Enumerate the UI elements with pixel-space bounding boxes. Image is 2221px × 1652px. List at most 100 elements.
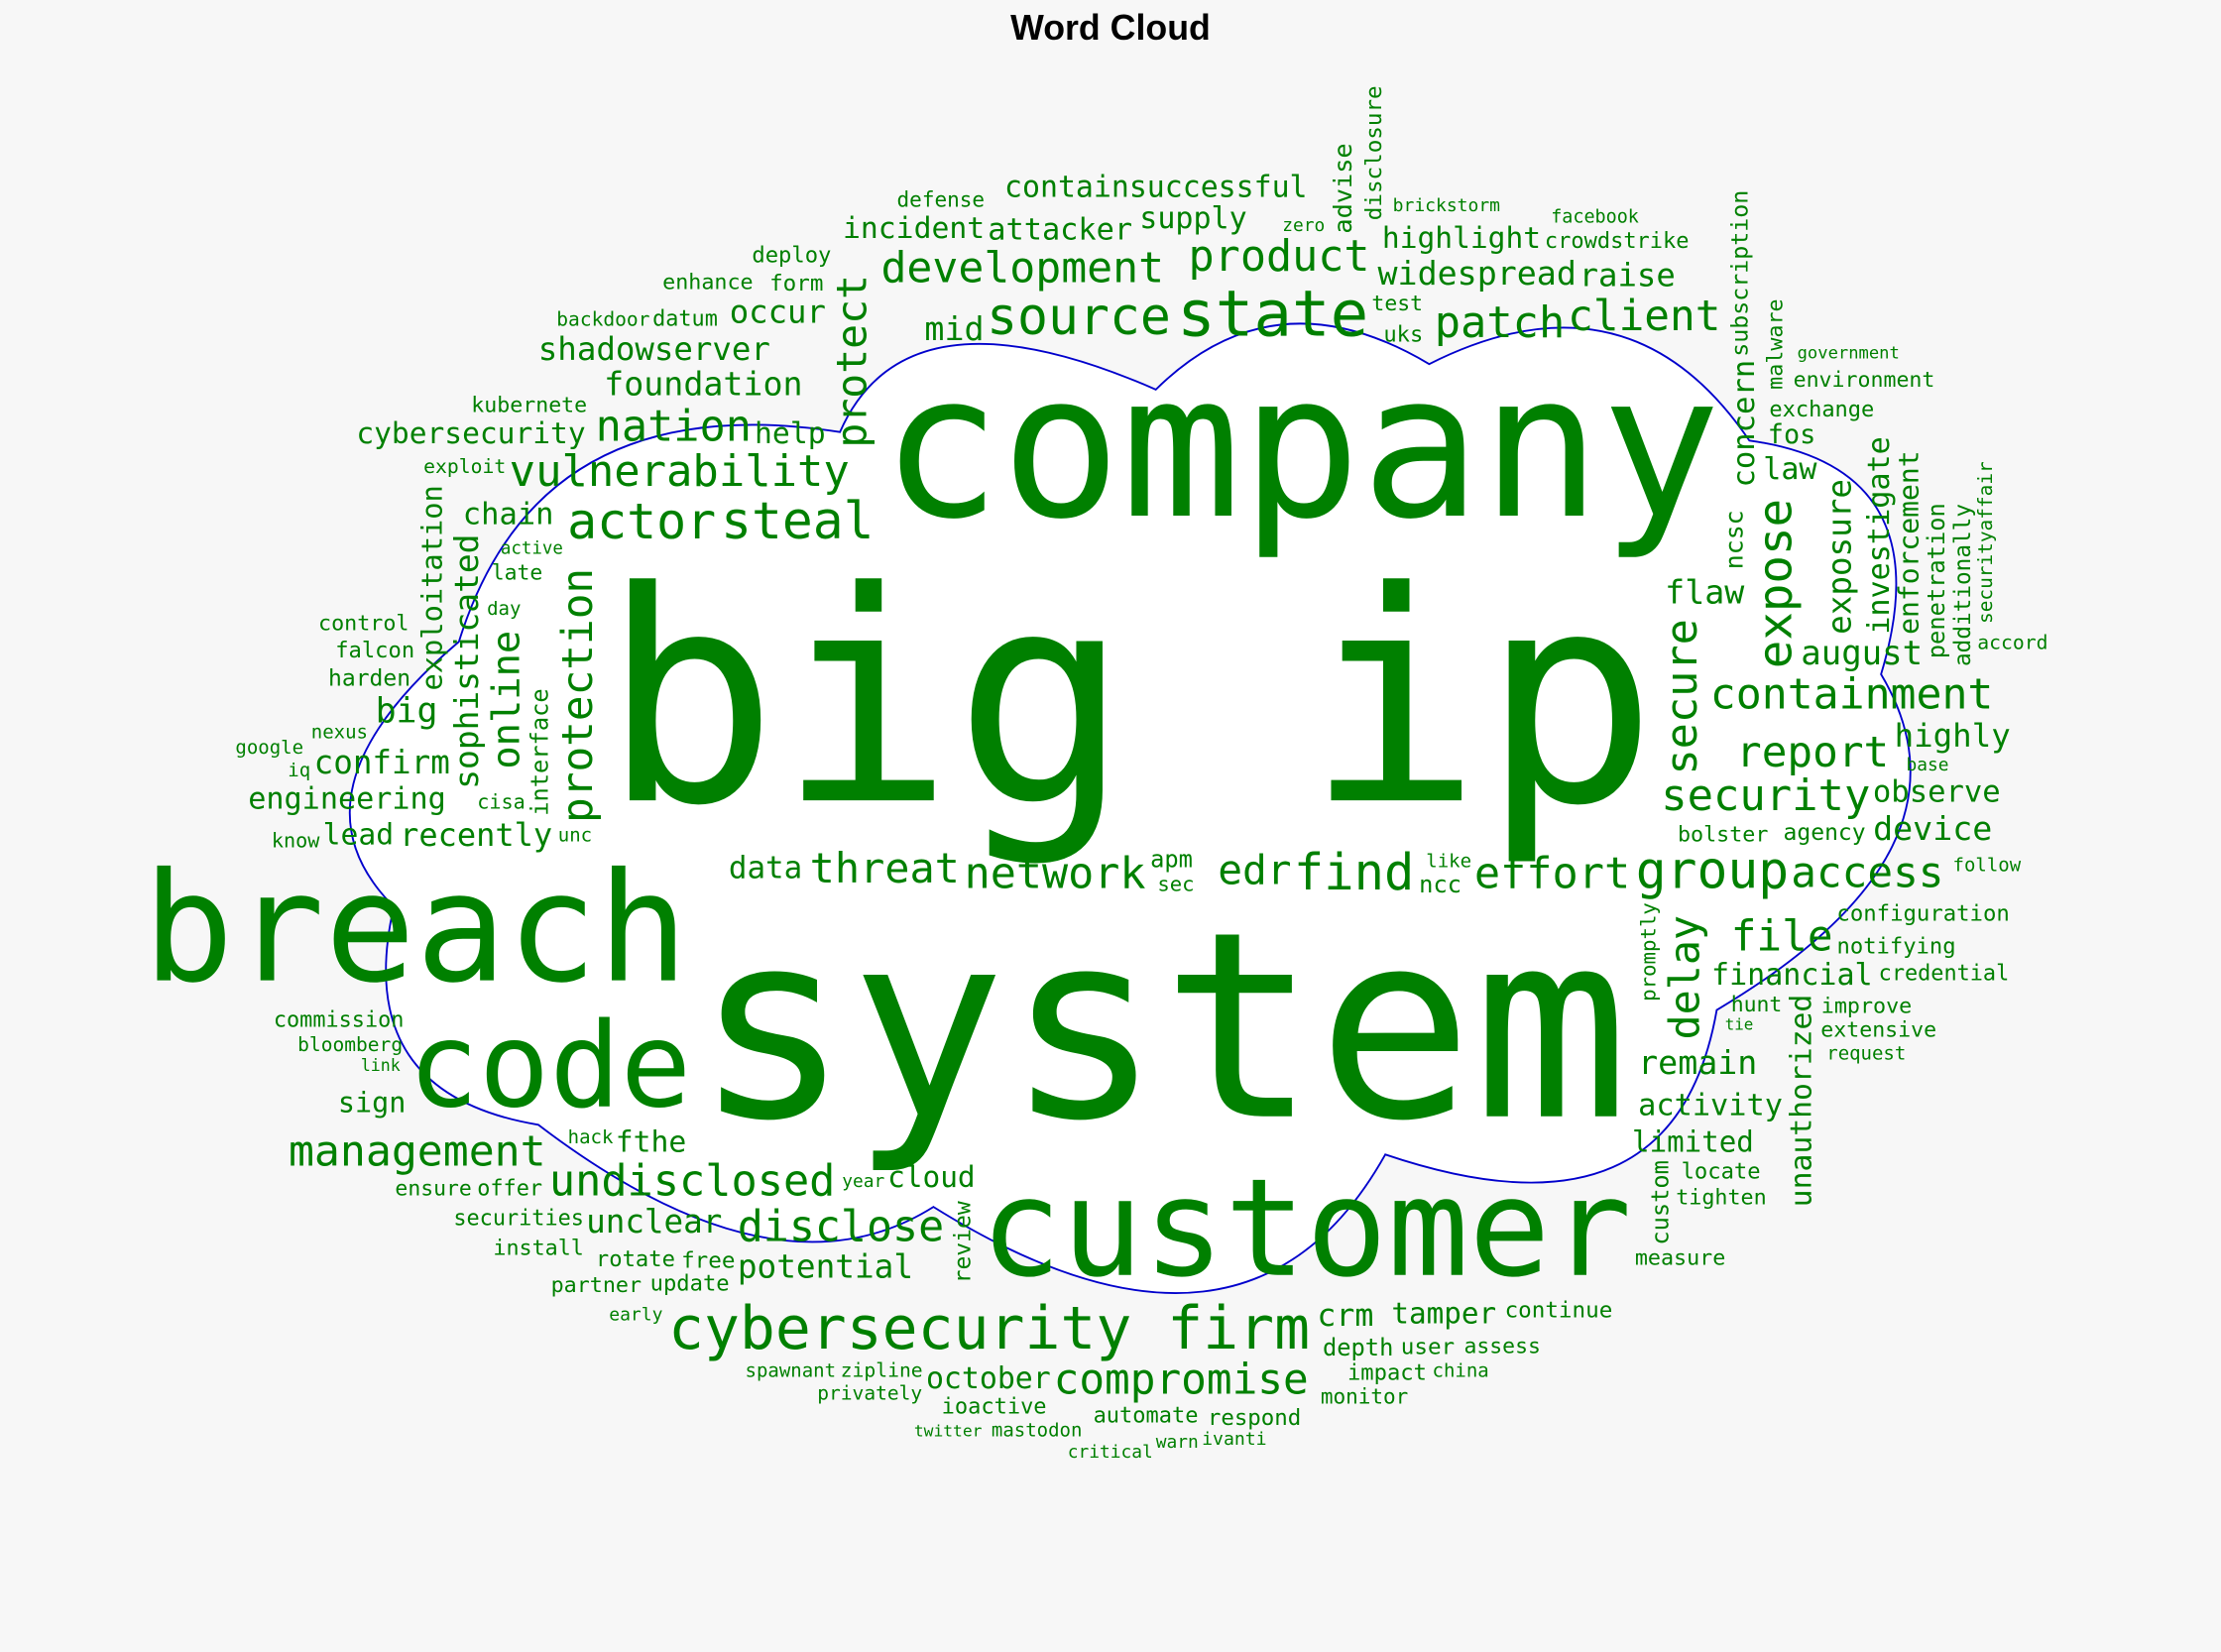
word-product: product <box>1188 232 1370 283</box>
word-disclose: disclose <box>737 1202 945 1252</box>
word-remain: remain <box>1638 1043 1758 1082</box>
word-customer: customer <box>980 1148 1632 1308</box>
word-fos: fos <box>1767 420 1816 451</box>
word-ivanti: ivanti <box>1202 1428 1267 1450</box>
word-interface: interface <box>526 688 554 817</box>
word-continue: continue <box>1504 1296 1613 1324</box>
word-notifying: notifying <box>1836 932 1956 959</box>
word-tie: tie <box>1724 1015 1754 1035</box>
word-exposure: exposure <box>1821 479 1859 636</box>
word-group: group <box>1635 843 1790 901</box>
word-fthe: fthe <box>615 1123 687 1159</box>
word-datum: datum <box>652 305 718 332</box>
word-cybersecurity-firm: cybersecurity firm <box>667 1293 1311 1363</box>
word-potential: potential <box>737 1249 914 1287</box>
word-automate: automate <box>1093 1402 1199 1429</box>
word-undisclosed: undisclosed <box>548 1157 836 1208</box>
word-rotate: rotate <box>595 1245 675 1272</box>
word-protect: protect <box>827 275 877 449</box>
word-china: china <box>1432 1360 1489 1382</box>
word-incident: incident <box>843 210 986 246</box>
word-lead: lead <box>322 816 395 852</box>
word-extensive: extensive <box>1820 1016 1937 1043</box>
word-environment: environment <box>1793 366 1935 393</box>
word-cisa: cisa <box>477 791 526 815</box>
word-attacker: attacker <box>988 210 1133 247</box>
word-big: big <box>375 690 438 732</box>
word-exchange: exchange <box>1769 396 1875 422</box>
word-ncc: ncc <box>1419 871 1462 899</box>
word-depth: depth <box>1322 1334 1394 1361</box>
word-facebook: facebook <box>1551 206 1639 228</box>
word-shadowserver: shadowserver <box>537 330 770 369</box>
word-law: law <box>1763 452 1817 487</box>
word-august: august <box>1801 632 1924 672</box>
word-warn: warn <box>1155 1431 1199 1453</box>
word-steal: steal <box>721 492 875 551</box>
word-configuration: configuration <box>1836 900 2010 927</box>
word-management: management <box>288 1127 546 1178</box>
word-network: network <box>964 850 1146 900</box>
word-install: install <box>493 1235 584 1260</box>
word-malware: malware <box>1763 298 1790 391</box>
word-company: company <box>880 331 1721 564</box>
word-enhance: enhance <box>662 270 754 295</box>
word-system: system <box>693 877 1629 1180</box>
word-late: late <box>491 559 543 586</box>
word-day: day <box>487 599 522 621</box>
word-promptly: promptly <box>1637 902 1661 1002</box>
word-early: early <box>609 1303 663 1326</box>
word-threat: threat <box>809 844 960 892</box>
word-raise: raise <box>1578 258 1676 295</box>
word-unclear: unclear <box>586 1204 723 1241</box>
word-crm: crm <box>1317 1296 1374 1335</box>
word-subscription: subscription <box>1726 189 1754 357</box>
word-occur: occur <box>729 295 826 332</box>
word-twitter: twitter <box>913 1421 983 1442</box>
word-supply: supply <box>1139 200 1247 235</box>
word-bolster: bolster <box>1677 821 1769 847</box>
word-defense: defense <box>896 187 985 212</box>
word-edr: edr <box>1218 845 1292 894</box>
word-spawnant: spawnant <box>745 1360 837 1382</box>
word-hack: hack <box>567 1127 614 1149</box>
word-sign: sign <box>337 1086 407 1120</box>
word-nation: nation <box>595 402 753 452</box>
word-measure: measure <box>1634 1244 1726 1270</box>
word-nexus: nexus <box>310 722 368 744</box>
word-review: review <box>949 1200 977 1284</box>
word-active: active <box>500 537 563 558</box>
word-october: october <box>925 1360 1051 1395</box>
word-actor: actor <box>567 494 717 551</box>
word-assess: assess <box>1463 1333 1541 1359</box>
word-exploitation: exploitation <box>414 484 449 691</box>
word-additionally: additionally <box>1948 504 1976 667</box>
word-zero: zero <box>1282 214 1326 236</box>
word-big-ip: big ip <box>602 529 1658 870</box>
word-client: client <box>1568 292 1721 342</box>
word-tamper: tamper <box>1391 1296 1497 1331</box>
word-enforcement: enforcement <box>1892 450 1926 635</box>
word-base: base <box>1906 753 1949 775</box>
word-code: code <box>408 997 692 1135</box>
word-patch: patch <box>1434 297 1566 348</box>
word-access: access <box>1791 848 1944 898</box>
word-highlight: highlight <box>1381 221 1542 256</box>
word-confirm: confirm <box>313 745 450 782</box>
word-government: government <box>1797 342 1900 363</box>
word-bloomberg: bloomberg <box>297 1033 404 1057</box>
word-secure: secure <box>1658 618 1708 774</box>
word-custom: custom <box>1647 1160 1675 1245</box>
word-securityaffair: securityaffair <box>1974 460 1998 624</box>
word-disclosure: disclosure <box>1360 85 1388 220</box>
word-know: know <box>271 830 320 854</box>
word-highly: highly <box>1894 718 2011 756</box>
word-advise: advise <box>1330 143 1359 234</box>
word-year: year <box>842 1170 885 1192</box>
word-tighten: tighten <box>1676 1183 1767 1210</box>
word-brickstorm: brickstorm <box>1392 193 1501 216</box>
word-report: report <box>1736 727 1890 777</box>
